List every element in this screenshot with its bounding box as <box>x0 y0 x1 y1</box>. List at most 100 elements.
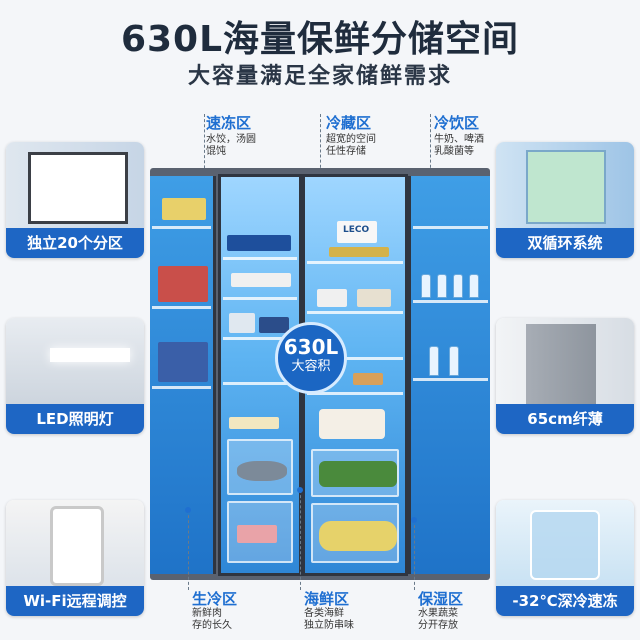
feature-label-slim: 65cm纤薄 <box>496 404 634 434</box>
zone-desc-drink-2: 乳酸菌等 <box>434 146 474 157</box>
zone-line-moist <box>414 520 415 590</box>
freezer-door <box>150 176 216 574</box>
food-box <box>259 317 289 333</box>
shelf <box>307 392 403 395</box>
shelf <box>307 311 403 314</box>
zone-desc-drink-1: 牛奶、啤酒 <box>434 134 484 145</box>
zone-label-freeze: 速冻区 <box>206 114 252 132</box>
door-shelf <box>152 306 211 309</box>
bottle <box>469 274 479 298</box>
fridge-door <box>408 176 490 574</box>
slim-fridge-photo <box>496 318 634 404</box>
door-shelf <box>152 386 211 389</box>
fish <box>237 461 287 481</box>
food-box <box>158 266 208 302</box>
zone-label-drink: 冷饮区 <box>434 114 480 132</box>
capacity-label: 大容积 <box>291 359 331 374</box>
zone-desc-seafood-1: 各类海鲜 <box>304 608 344 619</box>
page-subtitle: 大容量满足全家储鲜需求 <box>187 64 452 89</box>
feature-card-deep-freeze: -32℃深冷速冻 <box>496 500 634 616</box>
feature-card-wifi: Wi-Fi远程调控 <box>6 500 144 616</box>
meat <box>237 525 277 543</box>
feature-label-led: LED照明灯 <box>6 404 144 434</box>
zone-desc-freeze-2: 馄饨 <box>206 146 226 157</box>
door-shelf <box>413 378 488 381</box>
page-title: 630L海量保鲜分储空间 <box>120 19 520 60</box>
phone-photo <box>6 500 144 586</box>
shelf <box>307 261 403 264</box>
zone-label-seafood: 海鲜区 <box>304 590 350 608</box>
zone-line-seafood <box>300 490 301 590</box>
zone-dot-seafood <box>297 487 303 493</box>
led-photo <box>6 318 144 404</box>
led-light-icon <box>50 348 130 362</box>
feature-card-dual-cycle: 双循环系统 <box>496 142 634 258</box>
capacity-value: 630L <box>283 335 339 359</box>
brand-text: LECO <box>343 225 370 235</box>
zone-dot-fresh <box>185 507 191 513</box>
zone-desc-fresh-1: 新鲜肉 <box>192 608 222 619</box>
food-box <box>229 313 255 333</box>
zone-desc-moist-2: 分开存放 <box>418 620 458 631</box>
feature-label-dual-cycle: 双循环系统 <box>496 228 634 258</box>
food-box <box>229 417 279 429</box>
food-box <box>317 289 347 307</box>
seafood-drawer <box>311 449 399 497</box>
food-box <box>357 289 391 307</box>
bottle <box>421 274 431 298</box>
capacity-badge: 630L 大容积 <box>275 322 347 394</box>
door-shelf <box>413 300 488 303</box>
zone-desc-cold-1: 超宽的空间 <box>326 134 376 145</box>
shelf <box>223 337 297 340</box>
zone-desc-seafood-2: 独立防串味 <box>304 620 354 631</box>
feature-label-deep-freeze: -32℃深冷速冻 <box>496 586 634 616</box>
shelf <box>223 297 297 300</box>
zone-line-freeze <box>204 114 205 194</box>
zone-desc-moist-1: 水果蔬菜 <box>418 608 458 619</box>
vegetables <box>319 461 397 487</box>
bottle <box>449 346 459 376</box>
bottle <box>453 274 463 298</box>
shelf <box>223 382 297 385</box>
deep-freeze-photo <box>496 500 634 586</box>
shelf <box>307 357 403 360</box>
zone-label-cold: 冷藏区 <box>326 114 372 132</box>
food-box <box>329 247 389 257</box>
freezer-drawer-2 <box>227 501 293 563</box>
cake <box>319 409 385 439</box>
zone-line-fresh <box>188 510 189 590</box>
zone-label-moist: 保湿区 <box>418 590 464 608</box>
food-box <box>231 273 291 287</box>
feature-card-compartments: 独立20个分区 <box>6 142 144 258</box>
freezer-drawer-1 <box>227 439 293 495</box>
feature-label-compartments: 独立20个分区 <box>6 228 144 258</box>
door-shelf <box>152 226 211 229</box>
bottle <box>429 346 439 376</box>
food-box <box>158 342 208 382</box>
mini-fridge-icon <box>28 152 128 224</box>
zone-dot-moist <box>411 517 417 523</box>
food-box <box>227 235 291 251</box>
airflow-icon <box>526 150 606 224</box>
feature-card-led: LED照明灯 <box>6 318 144 434</box>
feature-card-slim: 65cm纤薄 <box>496 318 634 434</box>
fridge-interior-photo <box>6 142 144 228</box>
fridge: LECO <box>150 168 490 580</box>
bottle <box>437 274 447 298</box>
fruits <box>319 521 397 551</box>
dual-cycle-photo <box>496 142 634 228</box>
zone-label-fresh: 生冷区 <box>192 590 238 608</box>
zone-desc-cold-2: 任性存储 <box>326 146 366 157</box>
brand-plate: LECO <box>337 221 377 243</box>
zone-desc-fresh-2: 存的长久 <box>192 620 232 631</box>
feature-label-wifi: Wi-Fi远程调控 <box>6 586 144 616</box>
food-box <box>353 373 383 385</box>
food-box <box>162 198 206 220</box>
shelf <box>223 257 297 260</box>
ice-cube-icon <box>530 510 600 580</box>
phone-icon <box>50 506 104 586</box>
zone-desc-freeze-1: 水饺，汤圆 <box>206 134 256 145</box>
door-shelf <box>413 226 488 229</box>
fridge-exterior-icon <box>526 324 596 404</box>
crisper-drawer <box>311 503 399 563</box>
